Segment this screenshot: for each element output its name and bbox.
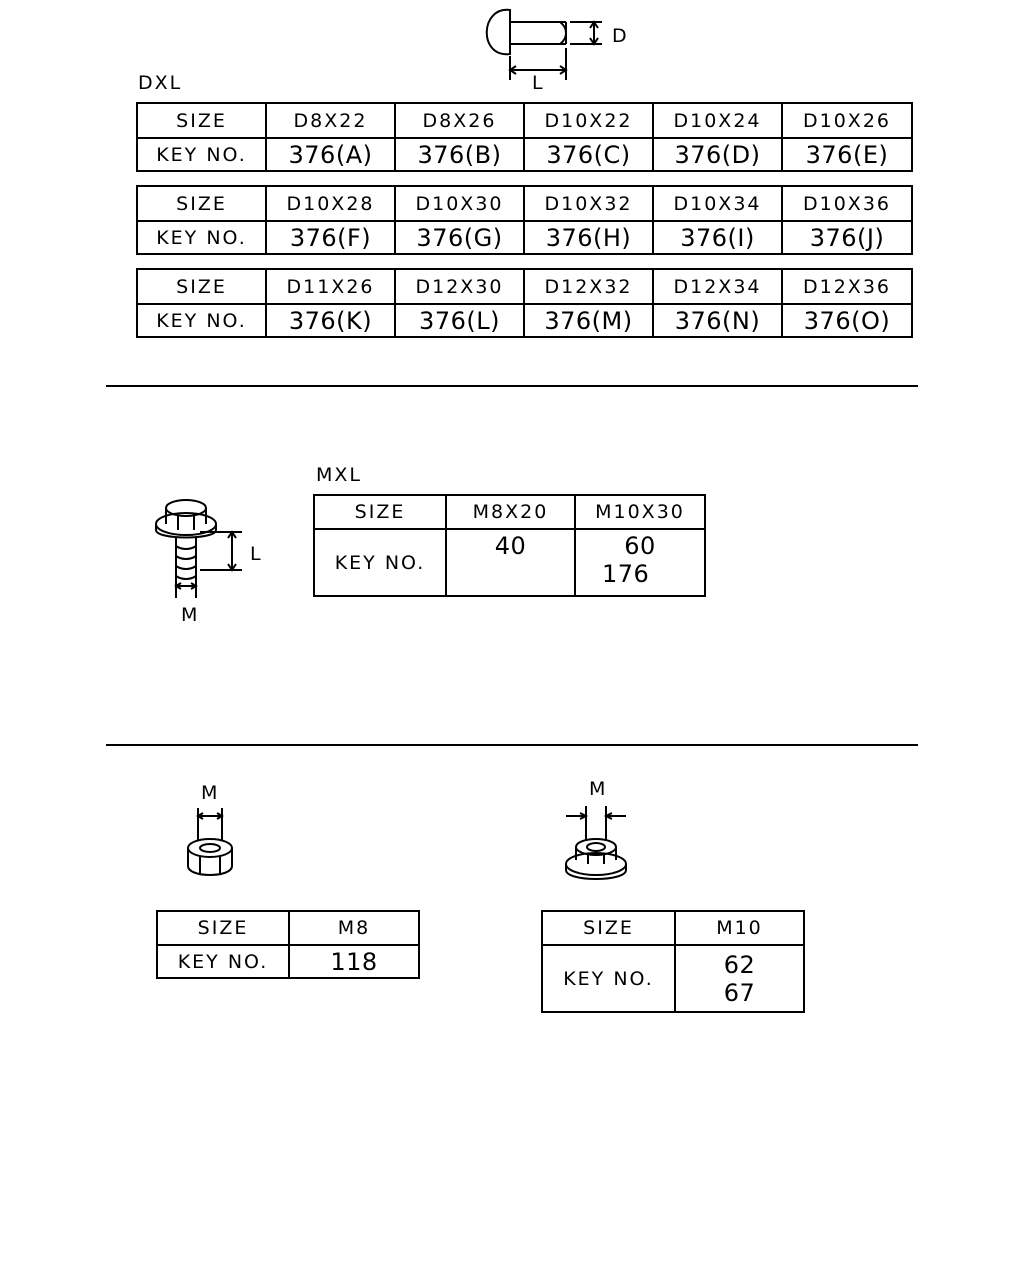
- size-cell: M10: [674, 910, 805, 946]
- size-cell: D12X30: [394, 268, 525, 305]
- key-cell: 60 176: [574, 528, 706, 597]
- size-cell: M8X20: [445, 494, 576, 530]
- size-table-dxl-2: SIZE D10X28 D10X30 D10X32 D10X34 D10X36 …: [136, 185, 913, 255]
- size-cell: D10X26: [781, 102, 913, 139]
- key-cell: 376(D): [652, 137, 783, 172]
- size-cell: D11X26: [265, 268, 396, 305]
- dim-m-label: M: [181, 604, 198, 626]
- size-table-dxl-3: SIZE D11X26 D12X30 D12X32 D12X34 D12X36 …: [136, 268, 913, 338]
- size-header: SIZE: [136, 185, 267, 222]
- key-cell: 376(C): [523, 137, 654, 172]
- key-cell: 376(I): [652, 220, 783, 255]
- size-header: SIZE: [313, 494, 447, 530]
- size-table-mxl: SIZE M8X20 M10X30 KEY NO. 40 60 176: [313, 494, 706, 597]
- size-cell: D10X36: [781, 185, 913, 222]
- size-table-nut-m8: SIZE M8 KEY NO. 118: [156, 910, 420, 979]
- size-cell: M10X30: [574, 494, 706, 530]
- key-cell: 376(B): [394, 137, 525, 172]
- key-cell: 376(A): [265, 137, 396, 172]
- dim-m-label: M: [589, 778, 606, 800]
- size-cell: D8X22: [265, 102, 396, 139]
- flange-bolt-diagram: [155, 499, 242, 598]
- hex-nut-diagram: [187, 808, 233, 876]
- key-value: 67: [723, 978, 756, 1007]
- key-cell: 376(N): [652, 303, 783, 338]
- key-cell: 376(E): [781, 137, 913, 172]
- key-value: 176: [602, 560, 650, 588]
- size-cell: D12X34: [652, 268, 783, 305]
- size-table-nut-m10: SIZE M10 KEY NO. 62 67: [541, 910, 805, 1013]
- size-cell: D10X22: [523, 102, 654, 139]
- key-header: KEY NO.: [136, 220, 267, 255]
- size-cell: D12X36: [781, 268, 913, 305]
- key-value: 60: [624, 532, 656, 560]
- key-cell: 118: [288, 944, 420, 979]
- key-value: 62: [723, 950, 756, 979]
- section-label-dxl: DXL: [138, 72, 183, 94]
- section-divider: [106, 385, 918, 387]
- dim-l-label: L: [532, 72, 543, 94]
- size-header: SIZE: [541, 910, 676, 946]
- size-cell: D10X28: [265, 185, 396, 222]
- key-cell: 40: [445, 528, 576, 597]
- size-cell: D8X26: [394, 102, 525, 139]
- key-cell: 376(L): [394, 303, 525, 338]
- key-cell: 376(O): [781, 303, 913, 338]
- size-cell: D10X32: [523, 185, 654, 222]
- key-cell: 376(K): [265, 303, 396, 338]
- key-header: KEY NO.: [541, 944, 676, 1013]
- key-value: 40: [494, 532, 527, 560]
- dim-l-label: L: [250, 543, 261, 565]
- key-header: KEY NO.: [156, 944, 290, 979]
- size-cell: D12X32: [523, 268, 654, 305]
- key-cell: 376(F): [265, 220, 396, 255]
- key-header: KEY NO.: [313, 528, 447, 597]
- dim-d-label: D: [612, 25, 627, 47]
- key-cell: 376(G): [394, 220, 525, 255]
- key-cell: 62 67: [674, 944, 805, 1013]
- flange-nut-diagram: [565, 806, 627, 880]
- size-cell: D10X30: [394, 185, 525, 222]
- size-cell: D10X34: [652, 185, 783, 222]
- section-divider: [106, 744, 918, 746]
- key-cell: 376(J): [781, 220, 913, 255]
- key-cell: 376(H): [523, 220, 654, 255]
- rivet-diagram: [485, 8, 602, 80]
- dim-m-label: M: [201, 782, 218, 804]
- key-header: KEY NO.: [136, 137, 267, 172]
- size-header: SIZE: [156, 910, 290, 946]
- size-cell: D10X24: [652, 102, 783, 139]
- section-label-mxl: MXL: [316, 464, 362, 486]
- size-header: SIZE: [136, 102, 267, 139]
- size-table-dxl-1: SIZE D8X22 D8X26 D10X22 D10X24 D10X26 KE…: [136, 102, 913, 172]
- size-header: SIZE: [136, 268, 267, 305]
- key-cell: 376(M): [523, 303, 654, 338]
- size-cell: M8: [288, 910, 420, 946]
- key-header: KEY NO.: [136, 303, 267, 338]
